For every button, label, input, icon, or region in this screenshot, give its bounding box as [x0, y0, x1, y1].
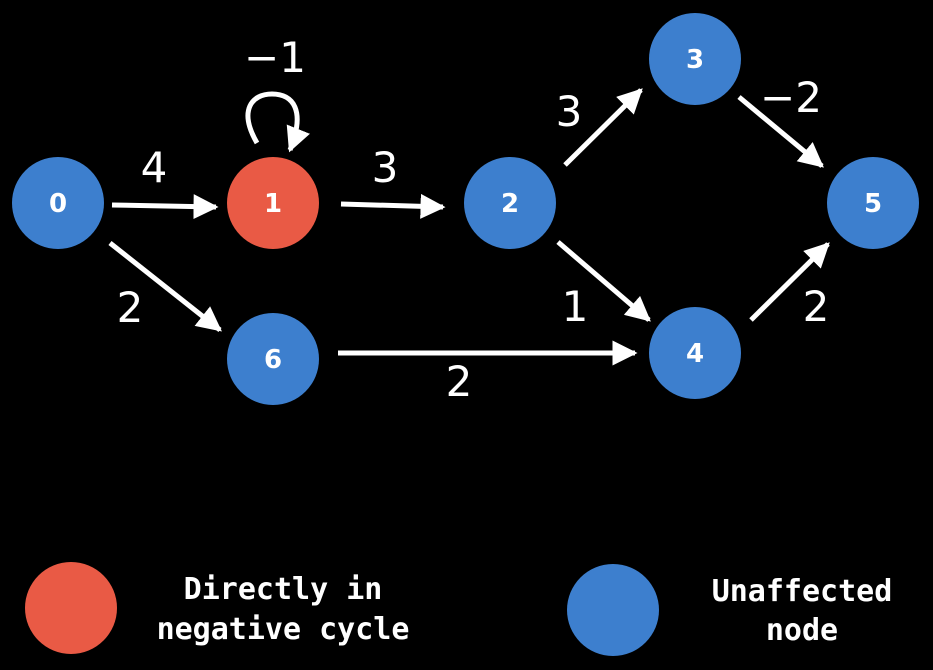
- edge-4-5: [749, 242, 830, 322]
- node-1-circle: [227, 157, 319, 249]
- node-5: 5: [827, 157, 919, 249]
- node-5-circle: [827, 157, 919, 249]
- legend: Directly in negative cycle Unaffected no…: [25, 562, 892, 656]
- node-6-label: 6: [264, 345, 282, 375]
- node-3: 3: [649, 13, 741, 105]
- edge-label-2-4: 1: [562, 282, 589, 331]
- edge-labels: 4 2 −1 3 3 1 −2 2 2: [117, 33, 830, 406]
- edge-3-5: [737, 95, 824, 168]
- edge-0-6: [108, 241, 222, 332]
- node-3-label: 3: [686, 45, 704, 75]
- node-6-circle: [227, 313, 319, 405]
- node-6: 6: [227, 313, 319, 405]
- edge-0-1: [111, 194, 219, 220]
- node-0-circle: [12, 157, 104, 249]
- legend-unaffected-line1: Unaffected: [712, 574, 893, 609]
- edge-2-3: [563, 88, 643, 167]
- edge-label-1-2: 3: [372, 143, 399, 192]
- legend-negative-cycle-swatch: [25, 562, 117, 654]
- node-4-label: 4: [686, 339, 704, 369]
- edge-label-2-3: 3: [556, 87, 583, 136]
- edge-1-1-selfloop: [245, 91, 310, 153]
- edge-2-4: [556, 240, 651, 322]
- edge-label-0-6: 2: [117, 283, 144, 332]
- node-4-circle: [649, 307, 741, 399]
- node-0: 0: [12, 157, 104, 249]
- node-5-label: 5: [864, 189, 882, 219]
- node-1: 1: [227, 157, 319, 249]
- edge-label-0-1: 4: [141, 143, 168, 192]
- node-3-circle: [649, 13, 741, 105]
- node-0-label: 0: [49, 189, 67, 219]
- legend-unaffected-swatch: [567, 564, 659, 656]
- edge-label-4-5: 2: [803, 282, 830, 331]
- edges: [108, 88, 830, 366]
- legend-unaffected-line2: node: [766, 613, 838, 648]
- legend-negative-cycle-line2: negative cycle: [157, 612, 410, 647]
- legend-negative-cycle-line1: Directly in: [184, 572, 383, 607]
- edge-label-3-5: −2: [760, 73, 822, 122]
- node-2-circle: [464, 157, 556, 249]
- nodes: 0 1 2 3 4 5 6: [12, 13, 919, 405]
- node-2-label: 2: [501, 189, 519, 219]
- edge-label-1-1: −1: [244, 33, 306, 82]
- node-4: 4: [649, 307, 741, 399]
- edge-label-6-4: 2: [446, 357, 473, 406]
- edge-1-2: [340, 193, 446, 219]
- node-2: 2: [464, 157, 556, 249]
- node-1-label: 1: [264, 189, 282, 219]
